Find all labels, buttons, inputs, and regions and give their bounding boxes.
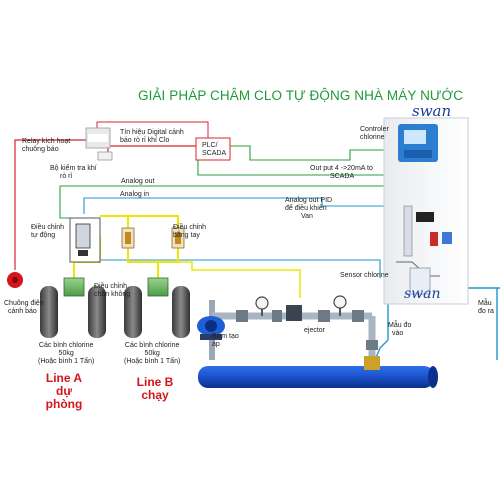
- valve-3: [318, 310, 330, 322]
- main-water-pipe: [198, 366, 434, 388]
- gas-manifold-top: [100, 215, 179, 232]
- brand-logo-top: swan: [412, 102, 452, 120]
- analog-in-label: Analog in: [120, 191, 150, 198]
- chlorine-cylinder-a1: [40, 286, 58, 338]
- valve-2: [272, 310, 282, 322]
- pressure-gauge-2: [333, 295, 347, 316]
- relay-device: [85, 127, 111, 149]
- ejector-label: ejector: [304, 327, 326, 334]
- vacuum-regulator-a: [63, 277, 85, 297]
- vacuum-regulator-b: [147, 277, 169, 297]
- gas-detector: [97, 151, 113, 161]
- injection-nozzle: [364, 356, 380, 370]
- alarm-bell: [7, 272, 23, 288]
- manual-regulator-2: [171, 227, 185, 249]
- booster-pump: [197, 316, 225, 340]
- leak-signal-wire: [107, 145, 196, 155]
- ejector-body: [286, 305, 302, 321]
- analog-out-wire: [59, 186, 70, 219]
- auto-regulator: [69, 217, 101, 263]
- flow-cell: [396, 205, 452, 295]
- relay-to-bell-wire: [14, 139, 87, 270]
- diagram-title: GIẢI PHÁP CHÂM CLO TỰ ĐỘNG NHÀ MÁY NƯỚC: [138, 88, 464, 103]
- plc-relay-wire: [96, 121, 209, 138]
- valve-4: [352, 310, 364, 322]
- chlorine-cylinder-b2: [172, 286, 190, 338]
- gas-to-ejector: [178, 261, 301, 298]
- plc-to-controller-wire: [230, 145, 395, 161]
- valve-1: [236, 310, 248, 322]
- chlorine-cylinder-a2: [88, 286, 106, 338]
- pressure-gauge-1: [255, 296, 269, 316]
- valve-vertical: [366, 340, 378, 350]
- regulator-signal-wire: [96, 259, 381, 278]
- controller-unit: [398, 124, 438, 162]
- analog-in-wire: [83, 197, 395, 214]
- brand-logo-bottom: swan: [404, 286, 441, 302]
- gas-to-vacuum-b: [128, 261, 159, 278]
- analog-out-label: Analog out: [121, 178, 155, 185]
- sensor-label: Sensor chlorine: [340, 272, 389, 279]
- manual-regulator-1: [121, 227, 135, 249]
- chlorine-cylinder-b1: [124, 286, 142, 338]
- plc-box: [195, 137, 231, 161]
- plc-label: PLC/SCADA: [202, 142, 227, 158]
